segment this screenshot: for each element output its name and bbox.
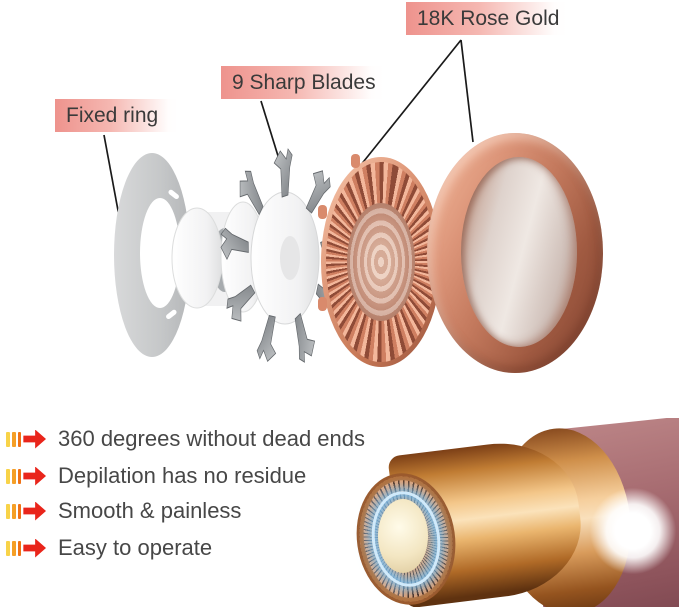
product-photo bbox=[350, 418, 679, 607]
callout-label-sharp-blades: 9 Sharp Blades bbox=[221, 66, 384, 99]
callout-text: 9 Sharp Blades bbox=[232, 71, 376, 94]
ring-inner-face bbox=[461, 157, 577, 347]
callout-label-rose-gold: 18K Rose Gold bbox=[406, 2, 567, 35]
speed-arrow-icon bbox=[6, 538, 47, 558]
part-mesh-head bbox=[318, 154, 441, 367]
part-hub bbox=[171, 201, 266, 313]
feature-item: Smooth & painless bbox=[6, 496, 241, 526]
feature-text: 360 degrees without dead ends bbox=[58, 426, 366, 451]
feature-text: Depilation has no residue bbox=[58, 463, 307, 488]
mesh-tab bbox=[318, 205, 327, 219]
speed-arrow-icon bbox=[6, 466, 47, 486]
mesh-tab bbox=[318, 297, 327, 311]
speed-arrow-icon bbox=[6, 429, 47, 449]
feature-item: Easy to operate bbox=[6, 533, 212, 563]
mesh-center-spiral bbox=[347, 203, 415, 321]
device-face-center bbox=[378, 499, 428, 573]
callout-text: 18K Rose Gold bbox=[417, 7, 560, 30]
part-fixed-ring bbox=[114, 153, 190, 357]
pointer-line-rose-gold-left bbox=[351, 39, 462, 177]
device-led-light bbox=[588, 486, 678, 576]
exploded-view-diagram bbox=[103, 39, 474, 363]
speed-arrow-icon bbox=[6, 501, 47, 521]
callout-label-fixed-ring: Fixed ring bbox=[55, 99, 178, 132]
pointer-line-rose-gold-right bbox=[460, 39, 474, 143]
feature-item: Depilation has no residue bbox=[6, 461, 306, 491]
feature-item: 360 degrees without dead ends bbox=[6, 424, 365, 454]
mesh-tab bbox=[351, 154, 360, 168]
callout-text: Fixed ring bbox=[66, 104, 159, 127]
part-rose-gold-ring bbox=[427, 133, 603, 373]
feature-text: Smooth & painless bbox=[58, 498, 242, 523]
feature-text: Easy to operate bbox=[58, 535, 213, 560]
